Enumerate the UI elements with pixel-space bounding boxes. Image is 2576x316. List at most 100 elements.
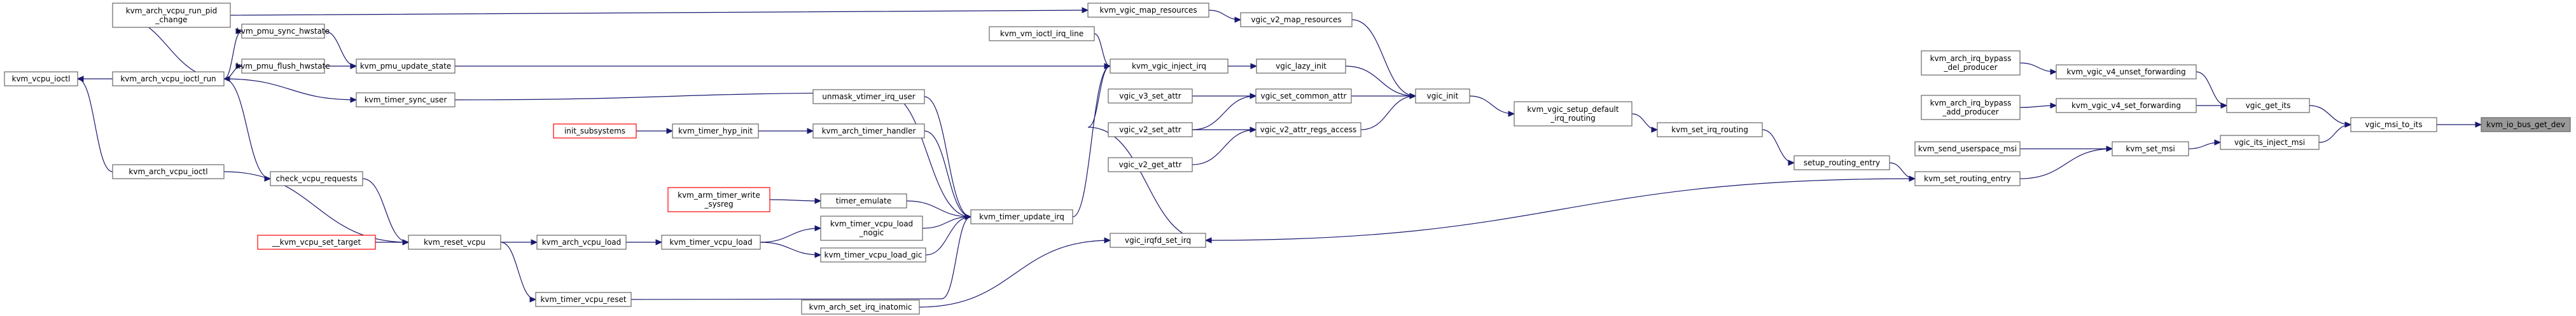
function-node[interactable]: __kvm_vcpu_set_target [257,235,376,250]
node-label: vgic_init [1427,92,1459,100]
function-node[interactable]: kvm_vgic_v4_unset_forwarding [2056,64,2197,79]
node-box [112,164,225,179]
node-label: kvm_vgic_setup_default [1527,105,1619,114]
function-node[interactable]: vgic_lazy_init [1256,58,1346,74]
arrowhead [655,239,663,245]
function-node[interactable]: vgic_msi_to_its [2350,117,2437,132]
function-node[interactable]: kvm_arch_timer_handler [812,123,925,139]
function-node[interactable]: kvm_pmu_update_state [356,58,456,74]
function-node[interactable]: check_vcpu_requests [270,171,363,186]
function-node[interactable]: kvm_arch_set_irq_inatomic [801,299,920,315]
node-box [1793,155,1890,170]
function-node[interactable]: kvm_timer_vcpu_reset [535,292,632,307]
node-label: check_vcpu_requests [276,174,358,183]
function-node[interactable]: vgic_v3_set_attr [1108,88,1193,104]
call-edge [760,242,822,258]
function-node[interactable]: kvm_timer_hyp_init [672,123,759,139]
function-node[interactable]: vgic_set_common_attr [1255,88,1352,104]
function-node[interactable]: kvm_vgic_map_resources [1087,3,1209,18]
function-node[interactable]: vgic_v2_attr_regs_access [1255,122,1361,137]
function-node[interactable]: kvm_set_msi [2112,141,2189,156]
function-node[interactable]: kvm_arch_irq_bypass_del_producer [1921,50,2021,76]
function-node[interactable]: kvm_vgic_inject_irq [1110,58,1229,74]
node-box [241,24,325,39]
function-node[interactable]: timer_emulate [820,193,907,209]
edge-line [1631,113,1658,130]
call-edge [1469,95,1515,117]
node-label: __kvm_vcpu_set_target [272,238,361,247]
node-box [257,235,376,250]
arrowhead [2050,102,2057,109]
call-edge [1762,129,1795,166]
function-node[interactable]: vgic_irqfd_set_irq [1110,233,1206,248]
function-node[interactable]: kvm_vcpu_ioctl [4,71,78,86]
call-edge [324,63,358,69]
function-node[interactable]: vgic_v2_get_attr [1108,157,1193,172]
function-node[interactable]: kvm_vm_ioctl_irq_line [989,26,1095,41]
function-node[interactable]: setup_routing_entry [1793,155,1890,170]
function-node[interactable]: kvm_arch_vcpu_load [536,235,627,250]
function-node[interactable]: kvm_vgic_setup_default_irq_routing [1514,101,1633,127]
node-box [2056,98,2197,113]
edge-line [77,78,113,172]
edge-line [1192,129,1257,165]
function-node[interactable]: kvm_set_irq_routing [1657,122,1763,137]
function-node[interactable]: kvm_pmu_flush_hwstate [236,58,330,74]
call-edge [362,178,410,245]
function-node[interactable]: kvm_timer_sync_user [356,92,456,107]
function-node[interactable]: vgic_get_its [2226,98,2310,113]
edge-line [924,130,971,217]
arrowhead [1234,17,1242,23]
arrowhead [402,239,410,245]
function-node[interactable]: kvm_send_userspace_msi [1914,141,2021,156]
node-box [1108,122,1193,137]
edge-line [1469,95,1515,114]
function-node[interactable]: vgic_init [1415,88,1470,104]
function-node[interactable]: kvm_arm_timer_write_sysreg [667,187,770,212]
function-node[interactable]: kvm_set_routing_entry [1914,171,2021,186]
node-label: vgic_v2_attr_regs_access [1260,125,1356,134]
node-box [2112,141,2189,156]
function-node[interactable]: kvm_timer_update_irq [970,209,1073,224]
call-edge [769,198,822,204]
function-node[interactable]: init_subsystems [553,123,637,139]
node-label: kvm_timer_vcpu_load [669,238,752,247]
arrowhead [1250,63,1258,69]
function-node[interactable]: kvm_timer_vcpu_load [661,235,761,250]
function-node[interactable]: kvm_arch_irq_bypass_add_producer [1921,95,2021,120]
edge-line [2318,124,2351,143]
arrowhead [1104,63,1111,69]
node-box [801,299,920,315]
edge-line [925,216,971,256]
node-box [1108,157,1193,172]
node-label: vgic_its_inject_msi [2234,138,2305,147]
function-node[interactable]: vgic_v2_map_resources [1240,12,1353,27]
node-box [1914,141,2021,156]
function-node[interactable]: vgic_v2_set_attr [1108,122,1193,137]
function-node[interactable]: kvm_io_bus_get_dev [2481,117,2571,132]
function-node[interactable]: kvm_vgic_v4_set_forwarding [2056,98,2197,113]
node-box [1921,50,2021,76]
function-node[interactable]: kvm_arch_vcpu_run_pid_change [112,3,231,28]
function-node[interactable]: kvm_timer_vcpu_load_nogic [820,216,923,241]
node-label: vgic_v3_set_attr [1119,92,1181,100]
call-edge [1227,63,1258,69]
node-box [1255,88,1352,104]
function-node[interactable]: kvm_reset_vcpu [408,235,501,250]
node-box [1108,88,1193,104]
node-label: kvm_timer_update_irq [979,212,1064,221]
function-node[interactable]: unmask_vtimer_irq_user [812,89,925,104]
arrowhead [1204,237,1212,244]
function-node[interactable]: kvm_arch_vcpu_ioctl [112,164,225,179]
node-label: kvm_reset_vcpu [424,238,485,247]
function-node[interactable]: kvm_pmu_sync_hwstate [237,24,330,39]
function-node[interactable]: kvm_arch_vcpu_ioctl_run [112,71,225,86]
node-label: _change [155,15,187,24]
function-node[interactable]: vgic_its_inject_msi [2220,135,2320,150]
call-edge [230,7,1089,16]
arrowhead [807,128,814,134]
function-node[interactable]: kvm_timer_vcpu_load_gic [820,247,926,263]
node-label: kvm_set_msi [2126,144,2175,153]
node-box [1921,95,2021,120]
node-label: vgic_get_its [2246,101,2291,110]
